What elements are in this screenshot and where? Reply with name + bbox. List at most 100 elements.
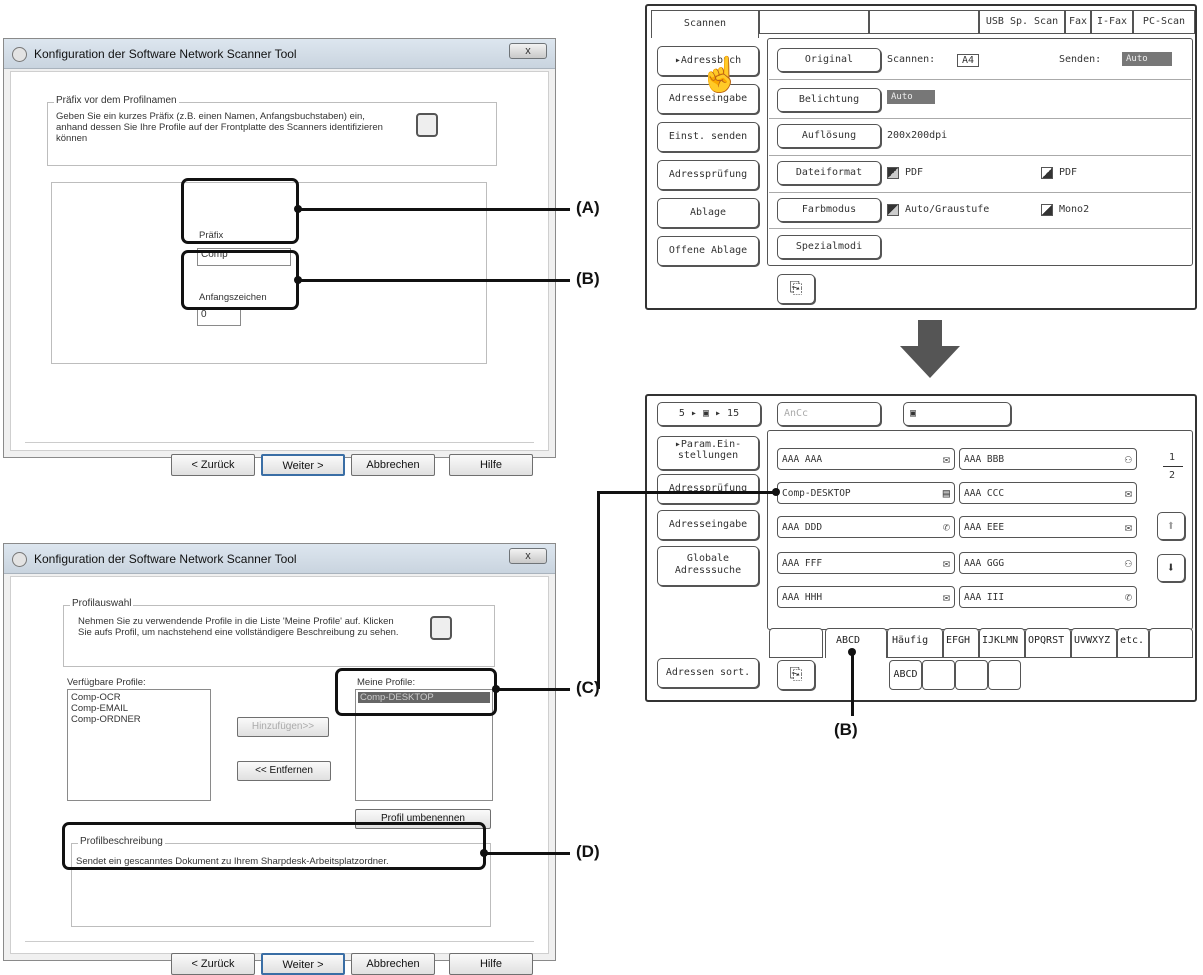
adresseingabe-button[interactable]: Adresseingabe	[657, 84, 759, 114]
back-button[interactable]: < Zurück	[171, 953, 255, 975]
cancel-button[interactable]: Abbrechen	[351, 454, 435, 476]
tab-blank-1[interactable]	[759, 10, 869, 34]
available-profiles-list[interactable]: Comp-OCR Comp-EMAIL Comp-ORDNER	[67, 689, 211, 801]
help-button[interactable]: Hilfe	[449, 454, 533, 476]
dialog-title: Konfiguration der Software Network Scann…	[34, 47, 297, 61]
alpha-tab-etc[interactable]: etc.	[1117, 628, 1149, 658]
offene-ablage-button[interactable]: Offene Ablage	[657, 236, 759, 266]
aufloesung-value: 200x200dpi	[887, 130, 948, 141]
color-format-icon	[887, 167, 899, 179]
aufloesung-button[interactable]: Auflösung	[777, 124, 881, 148]
tab-efgh-label: EFGH	[946, 635, 971, 646]
row-divider	[769, 228, 1191, 229]
my-profiles-list[interactable]: Comp-DESKTOP	[355, 689, 493, 801]
tab-fax[interactable]: Fax	[1065, 10, 1091, 34]
cancel-button[interactable]: Abbrechen	[351, 953, 435, 975]
close-button[interactable]: x	[509, 548, 547, 564]
tab-scannen[interactable]: Scannen	[651, 10, 759, 38]
tab-ifax[interactable]: I-Fax	[1091, 10, 1133, 34]
alpha-tab-opqrst[interactable]: OPQRST	[1025, 628, 1071, 658]
tab-pc-scan[interactable]: PC-Scan	[1133, 10, 1195, 34]
address-entry[interactable]: AAA HHH✉	[777, 586, 955, 608]
group-label: Präfix vor dem Profilnamen	[54, 95, 179, 106]
title-bar: Konfiguration der Software Network Scann…	[4, 39, 555, 69]
profile-select-group: Profilauswahl Nehmen Sie zu verwendende …	[63, 598, 495, 667]
address-entry[interactable]: AAA EEE✉	[959, 516, 1137, 538]
help-button[interactable]: Hilfe	[449, 953, 533, 975]
key-blank-1[interactable]	[922, 660, 955, 690]
adresspruefung-button[interactable]: Adressprüfung	[657, 160, 759, 190]
address-entry[interactable]: AAA GGG⚇	[959, 552, 1137, 574]
belichtung-button[interactable]: Belichtung	[777, 88, 881, 112]
alpha-tab-ijklmn[interactable]: IJKLMN	[979, 628, 1025, 658]
list-item[interactable]: Comp-OCR	[71, 692, 121, 703]
param-label: Param.Ein-stellungen	[677, 439, 742, 461]
address-entry[interactable]: Comp-DESKTOP▤	[777, 482, 955, 504]
address-entry[interactable]: AAA AAA✉	[777, 448, 955, 470]
row-divider	[769, 79, 1191, 80]
job-icon-button[interactable]: ⎘	[777, 274, 815, 304]
alpha-tab-end[interactable]	[1149, 628, 1193, 658]
address-entry[interactable]: AAA BBB⚇	[959, 448, 1137, 470]
back-button[interactable]: < Zurück	[171, 454, 255, 476]
callout-line-c-panel-v	[597, 491, 600, 689]
next-button[interactable]: Weiter >	[261, 454, 345, 476]
profile-desc-text: Sendet ein gescanntes Dokument zu Ihrem …	[76, 856, 389, 867]
address-name: Comp-DESKTOP	[782, 488, 851, 499]
adresspruefung-button[interactable]: Adressprüfung	[657, 474, 759, 504]
alpha-tab-blank[interactable]	[769, 628, 823, 658]
alpha-tab-uvwxyz[interactable]: UVWXYZ	[1071, 628, 1117, 658]
key-blank-2[interactable]	[955, 660, 988, 690]
address-entry[interactable]: AAA FFF✉	[777, 552, 955, 574]
dialog-title: Konfiguration der Software Network Scann…	[34, 552, 297, 566]
pdf-mono: PDF	[1059, 167, 1078, 178]
close-button[interactable]: x	[509, 43, 547, 59]
list-item-selected[interactable]: Comp-DESKTOP	[358, 692, 490, 703]
dateiformat-button[interactable]: Dateiformat	[777, 161, 881, 185]
adressen-sortieren-button[interactable]: Adressen sort.	[657, 658, 759, 688]
page-current: 1	[1169, 452, 1176, 463]
tab-etc-label: etc.	[1120, 635, 1145, 646]
key-blank-3[interactable]	[988, 660, 1021, 690]
globale-adresssuche-button[interactable]: Globale Adresssuche	[657, 546, 759, 586]
list-item[interactable]: Comp-EMAIL	[71, 703, 129, 714]
save-tab-button[interactable]: ▣	[903, 402, 1011, 426]
remove-button[interactable]: << Entfernen	[237, 761, 331, 781]
original-button[interactable]: Original	[777, 48, 881, 72]
row-divider	[769, 192, 1191, 193]
job-icon-button[interactable]: ⎘	[777, 660, 815, 690]
counter-button[interactable]: 5 ▸ ▣ ▸ 15	[657, 402, 761, 426]
farbmodus-button[interactable]: Farbmodus	[777, 198, 881, 222]
adresseingabe-button[interactable]: Adresseingabe	[657, 510, 759, 540]
address-entry[interactable]: AAA III✆	[959, 586, 1137, 608]
callout-line-c-panel-h	[597, 491, 775, 494]
address-entry[interactable]: AAA CCC✉	[959, 482, 1137, 504]
tab-blank-2[interactable]	[869, 10, 979, 34]
ablage-button[interactable]: Ablage	[657, 198, 759, 228]
dialog-prefix: Konfiguration der Software Network Scann…	[3, 38, 556, 476]
tab-usb-scan[interactable]: USB Sp. Scan	[979, 10, 1065, 34]
app-icon	[12, 552, 27, 567]
highlight-description	[62, 822, 486, 870]
spezialmodi-button[interactable]: Spezialmodi	[777, 235, 881, 259]
page-total: 2	[1169, 470, 1176, 481]
scroll-down-button[interactable]: ⬇	[1157, 554, 1185, 582]
list-item[interactable]: Comp-ORDNER	[71, 714, 141, 725]
start-input[interactable]: 0	[197, 308, 241, 326]
param-einstellungen-button[interactable]: ▸Param.Ein-stellungen	[657, 436, 759, 470]
add-button[interactable]: Hinzufügen>>	[237, 717, 329, 737]
scroll-up-button[interactable]: ⬆	[1157, 512, 1185, 540]
adressbuch-button[interactable]: ▸Adressbuch	[657, 46, 759, 76]
my-profiles-label: Meine Profile:	[357, 677, 416, 688]
key-abcd[interactable]: ABCD	[889, 660, 922, 690]
einst-senden-button[interactable]: Einst. senden	[657, 122, 759, 152]
next-button[interactable]: Weiter >	[261, 953, 345, 975]
alpha-tab-abcd[interactable]: ABCD	[825, 628, 887, 658]
alpha-tab-haeufig[interactable]: Häufig	[887, 628, 943, 658]
callout-line-b	[298, 279, 570, 282]
alpha-tab-efgh[interactable]: EFGH	[943, 628, 979, 658]
address-entry[interactable]: AAA DDD✆	[777, 516, 955, 538]
dialog-body: Profilauswahl Nehmen Sie zu verwendende …	[10, 576, 549, 975]
highlight-prefix	[181, 178, 299, 244]
search-button[interactable]: AnCc	[777, 402, 881, 426]
